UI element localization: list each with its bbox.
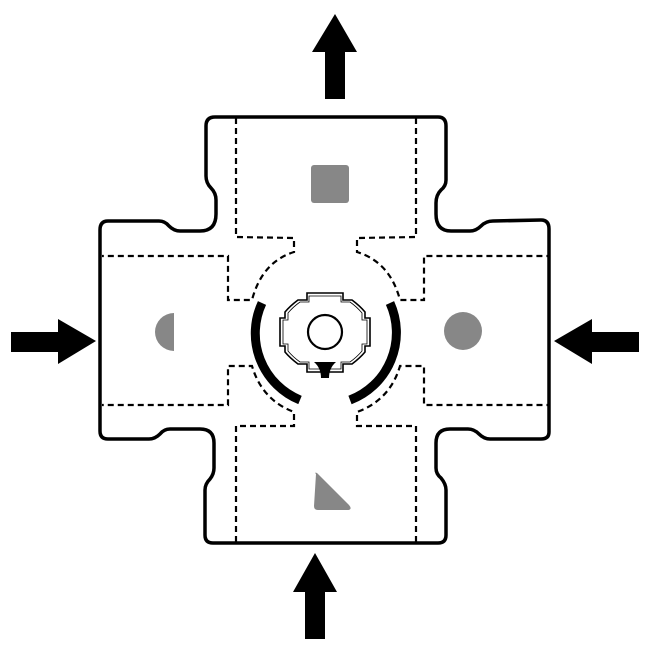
arrow-left-icon (554, 319, 639, 364)
rotor-arc-left (250, 301, 302, 405)
rotor-arcs (250, 301, 401, 405)
arrow-right-icon (11, 319, 96, 364)
arrow-up-icon (293, 553, 337, 639)
half-circle-marker-icon (155, 313, 174, 351)
top-channel-outline-right (355, 118, 548, 302)
internal-channels (102, 118, 548, 542)
flow-arrows (11, 14, 639, 639)
arrow-up-icon (312, 14, 357, 99)
rotor-hub (279, 292, 371, 378)
triangle-marker-icon (314, 472, 351, 510)
rotor-gear-inner-ring (282, 295, 368, 370)
bottom-channel-outline-right (355, 364, 548, 542)
rotor-arc-right (348, 301, 401, 405)
rotor-shaft-circle (306, 313, 344, 351)
top-channel-outline (102, 118, 296, 302)
circle-marker-icon (444, 312, 482, 350)
bottom-channel-outline (102, 364, 296, 542)
port-markers (155, 165, 482, 510)
square-marker-icon (311, 165, 349, 203)
rotor-notch (314, 362, 336, 378)
